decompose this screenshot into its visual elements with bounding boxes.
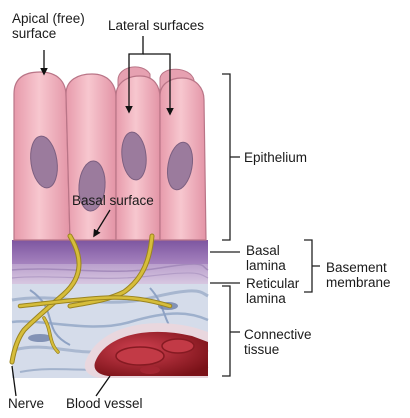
connective-line1: Connective xyxy=(244,327,312,342)
lateral-surfaces-label: Lateral surfaces xyxy=(108,18,205,33)
apical-label-line2: surface xyxy=(12,26,57,41)
apical-surface-label: Apical (free) surface xyxy=(12,11,85,41)
basal-lamina-label: Basal lamina xyxy=(246,243,286,273)
basal-lamina-band xyxy=(12,240,208,264)
basal-lamina-line1: Basal xyxy=(246,243,280,258)
epithelium-label: Epithelium xyxy=(244,150,308,165)
connective-tissue-label: Connective tissue xyxy=(244,327,312,357)
nerve-label: Nerve xyxy=(8,396,45,411)
basal-surface-label: Basal surface xyxy=(72,193,154,208)
reticular-lamina-line1: Reticular xyxy=(246,276,300,291)
nerve-fibers xyxy=(9,233,173,365)
blood-vessel-label: Blood vessel xyxy=(66,396,143,411)
reticular-lamina-line2: lamina xyxy=(246,291,286,306)
basal-lamina-line2: lamina xyxy=(246,258,286,273)
apical-label-line1: Apical (free) xyxy=(12,11,85,26)
basement-line1: Basement xyxy=(326,260,387,275)
epithelial-cells xyxy=(13,66,207,241)
brackets xyxy=(210,73,320,377)
basement-line2: membrane xyxy=(326,275,391,290)
basement-membrane-label: Basement membrane xyxy=(326,260,391,290)
leader-lines xyxy=(11,36,174,397)
reticular-lamina-label: Reticular lamina xyxy=(246,276,299,306)
connective-line2: tissue xyxy=(244,342,280,357)
blood-vessel-shape xyxy=(84,323,208,378)
